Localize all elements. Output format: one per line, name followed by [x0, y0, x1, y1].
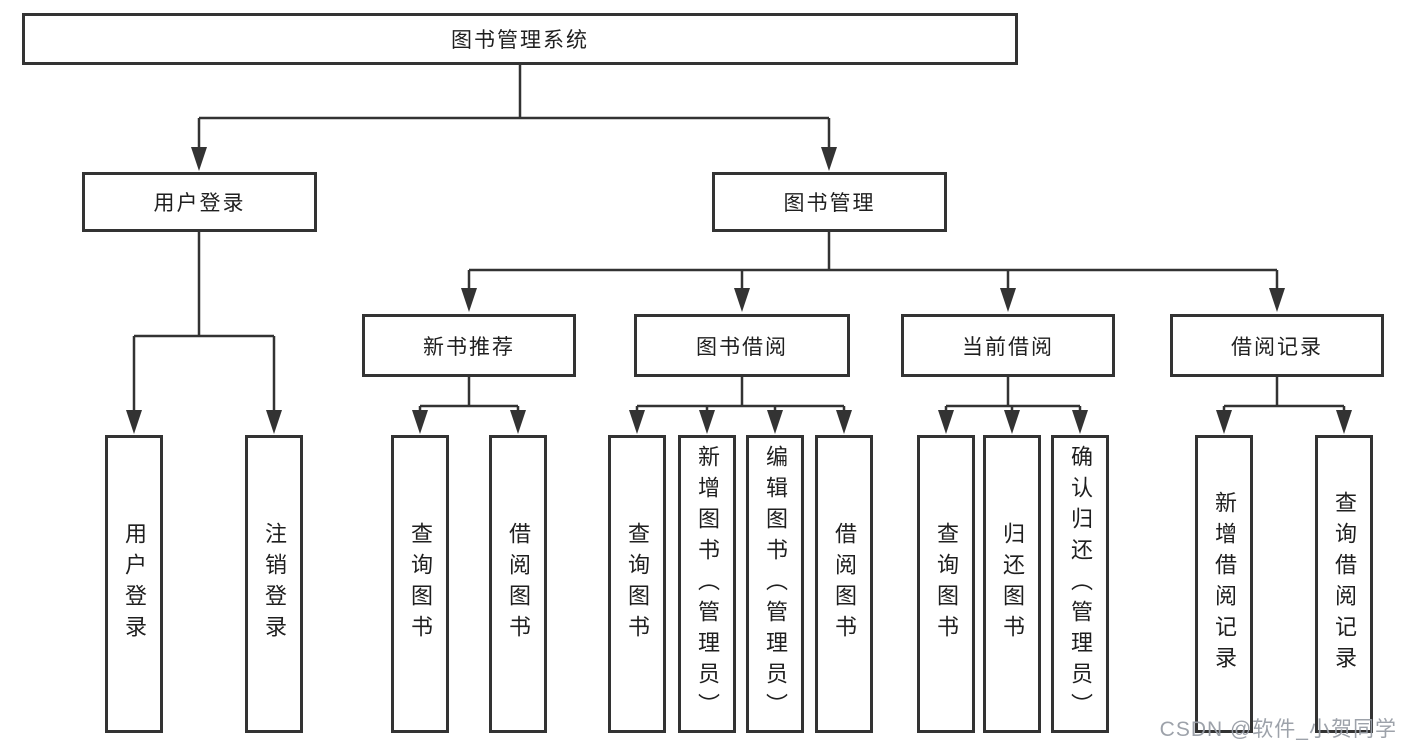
connector-book-borrow: [635, 377, 846, 414]
node-label: 用户登录: [122, 522, 147, 646]
connector-book-management: [467, 232, 1279, 290]
node-label: 借阅记录: [1231, 335, 1323, 359]
node-current-borrowing: 当前借阅: [901, 314, 1115, 377]
node-label: 查询借阅记录: [1332, 491, 1357, 677]
leaf-edit-books-admin: 编辑图书（管理员）: [746, 435, 804, 733]
node-label: 编辑图书（管理员）: [763, 444, 788, 724]
leaf-query-books-borrowing: 查询图书: [608, 435, 666, 733]
leaf-logout-login: 注销登录: [245, 435, 303, 733]
node-label: 新书推荐: [423, 335, 515, 359]
node-book-management-system: 图书管理系统: [22, 13, 1018, 65]
leaf-query-books-current: 查询图书: [917, 435, 975, 733]
node-label: 借阅图书: [832, 522, 857, 646]
arrowheads: [126, 147, 1352, 434]
node-label: 图书管理: [783, 192, 876, 215]
leaf-user-login: 用户登录: [105, 435, 163, 733]
connector-root: [197, 65, 831, 150]
node-label: 新增借阅记录: [1212, 491, 1237, 677]
leaf-confirm-return-admin: 确认归还（管理员）: [1051, 435, 1109, 733]
node-label: 当前借阅: [962, 335, 1054, 359]
node-label: 确认归还（管理员）: [1068, 444, 1093, 724]
connector-borrow-records: [1222, 377, 1346, 414]
leaf-return-books: 归还图书: [983, 435, 1041, 733]
leaf-query-borrow-record: 查询借阅记录: [1315, 435, 1373, 733]
node-label: 用户登录: [153, 192, 246, 215]
connector-user-login: [132, 232, 276, 412]
leaf-add-borrow-record: 新增借阅记录: [1195, 435, 1253, 733]
node-label: 注销登录: [262, 522, 287, 646]
node-label: 查询图书: [408, 522, 433, 646]
connector-new-book: [418, 377, 520, 414]
node-label: 图书管理系统: [451, 29, 589, 52]
node-book-management: 图书管理: [712, 172, 947, 232]
node-book-borrowing: 图书借阅: [634, 314, 850, 377]
watermark: CSDN @软件_小贺同学: [1159, 718, 1397, 741]
leaf-borrow-books-borrowing: 借阅图书: [815, 435, 873, 733]
node-label: 归还图书: [1000, 522, 1025, 646]
node-label: 图书借阅: [696, 335, 788, 359]
connector-current-borrow: [944, 377, 1082, 414]
node-label: 查询图书: [934, 522, 959, 646]
node-label: 借阅图书: [506, 522, 531, 646]
node-user-login: 用户登录: [82, 172, 317, 232]
node-label: 新增图书（管理员）: [695, 444, 720, 724]
node-borrowing-records: 借阅记录: [1170, 314, 1384, 377]
leaf-borrow-books-recommend: 借阅图书: [489, 435, 547, 733]
node-new-book-recommendation: 新书推荐: [362, 314, 576, 377]
node-label: 查询图书: [625, 522, 650, 646]
leaf-add-books-admin: 新增图书（管理员）: [678, 435, 736, 733]
leaf-query-books-recommend: 查询图书: [391, 435, 449, 733]
